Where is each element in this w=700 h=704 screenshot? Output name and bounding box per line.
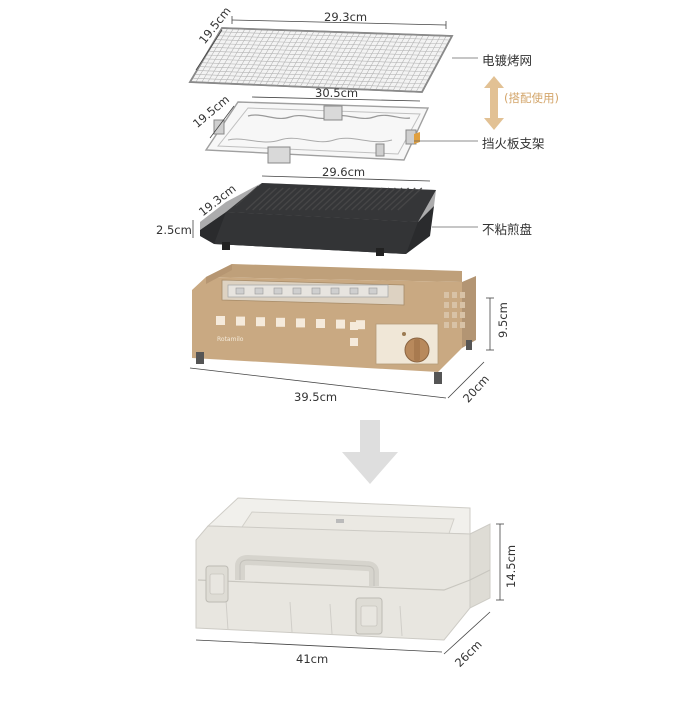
dim-line-grill-width [231,19,447,26]
dim-line-pan-width [261,175,431,182]
label-nonstick-pan: 不粘煎盘 [482,222,533,237]
label-optional: (搭配使用) [504,91,559,105]
label-fireguard-bracket: 挡火板支架 [482,136,545,151]
dim-line-grill-depth [195,29,223,71]
dim-case-height: 14.5cm [504,544,518,588]
grill-net [188,27,454,93]
brand-logo: Rotamilo [217,336,244,343]
dim-case-width: 41cm [296,652,329,666]
nonstick-pan [200,183,436,256]
label-grill-net: 电镀烤网 [482,53,533,68]
stove-body [192,264,476,384]
dim-stove-height: 9.5cm [496,302,510,338]
dim-line-fireguard-width [251,96,421,102]
dim-fireguard-width: 30.5cm [315,86,359,100]
dim-line-stove-width [189,367,447,399]
carry-case [195,497,491,641]
dim-line-stove-depth [447,361,485,399]
fireguard-bracket [204,101,430,164]
dim-stove-width: 39.5cm [294,390,338,404]
optional-double-arrow [484,76,504,130]
dim-line-case-width [195,639,443,653]
dim-pan-height: 2.5cm [156,223,192,237]
down-arrow [342,420,398,484]
dim-line-case-depth [443,611,491,655]
dim-pan-width: 29.6cm [322,165,366,179]
dim-grill-width: 29.3cm [324,10,368,24]
